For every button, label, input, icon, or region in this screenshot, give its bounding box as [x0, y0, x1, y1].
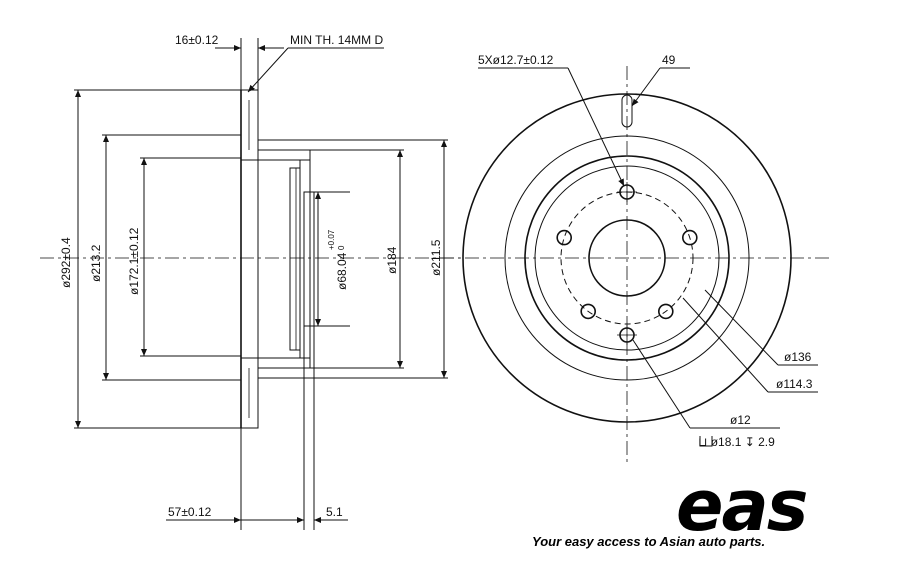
d213-label: ø213.2	[89, 244, 103, 282]
tagline: Your easy access to Asian auto parts.	[532, 534, 765, 549]
d68-tol-zero: 0	[337, 245, 346, 250]
d184-label: ø184	[385, 246, 399, 274]
height-label: 57±0.12	[168, 505, 212, 519]
d68-tol-plus: +0.07	[327, 229, 336, 250]
thickness-label: 16±0.12	[175, 33, 219, 47]
outer-diameter-label: ø292±0.4	[59, 237, 73, 288]
hat-face	[299, 159, 311, 359]
hole12-label: ø12	[730, 413, 751, 427]
counterbore-label: ⊔ ø18.1 ↧ 2.9	[698, 435, 775, 449]
pcd136-label: ø136	[784, 350, 812, 364]
friction-ring-top	[240, 89, 259, 161]
brand-logo: eas Your easy access to Asian auto parts…	[532, 465, 809, 549]
wear-slot	[621, 94, 633, 128]
d172-label: ø172.1±0.12	[127, 227, 141, 295]
bolt-holes	[556, 182, 698, 345]
d211-label: ø211.5	[429, 239, 443, 276]
pcd114-label: ø114.3	[776, 377, 813, 391]
angle-label: 49	[662, 53, 676, 67]
hat-wall	[257, 140, 311, 161]
offset-label: 5.1	[326, 505, 343, 519]
front-view	[440, 66, 830, 462]
bolt-holes-label: 5Xø12.7±0.12	[478, 53, 554, 67]
section-view	[40, 38, 460, 530]
friction-ring-bottom	[240, 357, 259, 429]
min-thickness-label: MIN TH. 14MM D	[290, 33, 383, 47]
logo-text: eas	[676, 465, 807, 547]
d68-label: ø68.04	[335, 252, 349, 290]
